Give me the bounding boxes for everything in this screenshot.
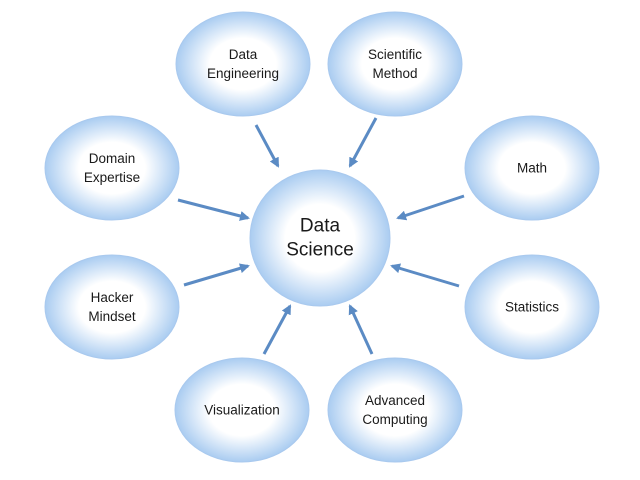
arrow-advanced-computing (348, 304, 374, 355)
bubble-shape-hacker-mindset (44, 254, 180, 360)
bubbles-layer: DataScienceDataEngineeringScientificMeth… (44, 11, 600, 463)
bubble-shape-data-engineering (175, 11, 311, 117)
bubble-label-center-line-0: Data (300, 216, 341, 237)
arrow-scientific-method (348, 117, 378, 168)
bubble-label-hacker-mindset-line-1: Mindset (88, 309, 136, 324)
bubble-shape-center (249, 169, 391, 307)
bubble-label-domain-expertise-line-1: Expertise (84, 170, 140, 185)
bubble-label-hacker-mindset-line-0: Hacker (91, 290, 134, 305)
bubble-shape-visualization (174, 357, 310, 463)
bubble-label-advanced-computing-line-1: Computing (362, 412, 427, 427)
arrow-hacker-mindset (183, 263, 250, 287)
bubble-math: Math (464, 115, 600, 221)
arrow-data-engineering (254, 124, 280, 168)
bubble-label-advanced-computing-line-0: Advanced (365, 393, 425, 408)
bubble-shape-scientific-method (327, 11, 463, 117)
arrow-domain-expertise (177, 198, 250, 221)
bubble-label-scientific-method-line-0: Scientific (368, 47, 422, 62)
arrow-visualization (262, 304, 292, 355)
bubble-label-data-engineering-line-0: Data (229, 47, 258, 62)
bubble-label-statistics-line-0: Statistics (505, 300, 559, 315)
bubble-statistics: Statistics (464, 254, 600, 360)
bubble-shape-statistics (464, 254, 600, 360)
bubble-visualization: Visualization (174, 357, 310, 463)
bubble-label-data-engineering-line-1: Engineering (207, 66, 279, 81)
bubble-shape-domain-expertise (44, 115, 180, 221)
bubble-label-math-line-0: Math (517, 161, 547, 176)
arrow-statistics (390, 263, 460, 288)
bubble-shape-advanced-computing (327, 357, 463, 463)
bubble-label-domain-expertise-line-0: Domain (89, 151, 136, 166)
arrows-layer (177, 117, 465, 355)
bubble-label-center-line-1: Science (286, 240, 354, 261)
bubble-label-visualization-line-0: Visualization (204, 403, 280, 418)
bubble-label-scientific-method-line-1: Method (372, 66, 417, 81)
bubble-shape-math (464, 115, 600, 221)
arrow-math (396, 194, 465, 221)
